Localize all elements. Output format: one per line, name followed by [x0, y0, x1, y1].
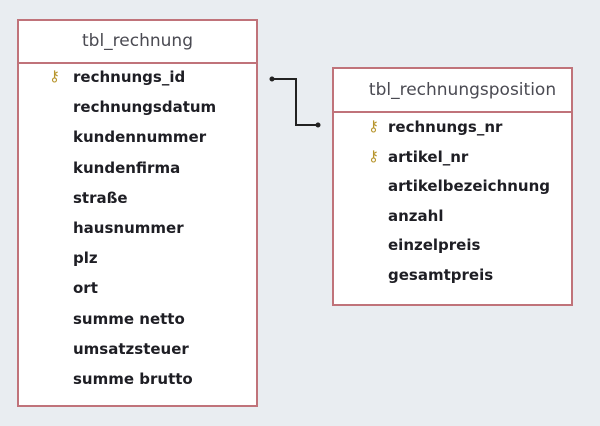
primary-key-icon: ⚷ — [49, 67, 60, 85]
field-row[interactable]: hausnummer — [73, 219, 184, 237]
field-row[interactable]: rechnungs_id — [73, 68, 186, 86]
field-row[interactable]: ort — [73, 279, 98, 298]
field-row[interactable]: artikel_nr — [388, 147, 469, 166]
field-row[interactable]: gesamtpreis — [388, 266, 494, 284]
field-row[interactable]: rechnungs_nr — [388, 118, 503, 136]
field-row[interactable]: einzelpreis — [388, 236, 481, 255]
field-row[interactable]: kundenfirma — [73, 158, 181, 177]
field-row[interactable]: rechnungsdatum — [73, 98, 217, 117]
field-row[interactable]: artikelbezeichnung — [388, 177, 551, 196]
table-title[interactable]: tbl_rechnung — [19, 21, 256, 64]
field-row[interactable]: umsatzsteuer — [73, 339, 189, 358]
table-title[interactable]: tbl_rechnungsposition — [334, 69, 571, 113]
field-row[interactable]: anzahl — [388, 206, 444, 225]
primary-key-icon: ⚷ — [368, 117, 379, 135]
field-row[interactable]: summe netto — [73, 309, 185, 328]
field-row[interactable]: straße — [73, 188, 128, 207]
primary-key-icon: ⚷ — [368, 146, 379, 165]
field-row[interactable]: kundennummer — [73, 128, 207, 147]
field-row[interactable]: summe brutto — [73, 370, 193, 388]
table-tbl-rechnungsposition[interactable]: tbl_rechnungsposition ⚷ rechnungs_nr ⚷ arti… — [332, 67, 573, 306]
field-row[interactable]: plz — [73, 249, 98, 268]
table-tbl-rechnung[interactable]: tbl_rechnung ⚷ rechnungs_id rechnungsdatum… — [17, 19, 258, 407]
